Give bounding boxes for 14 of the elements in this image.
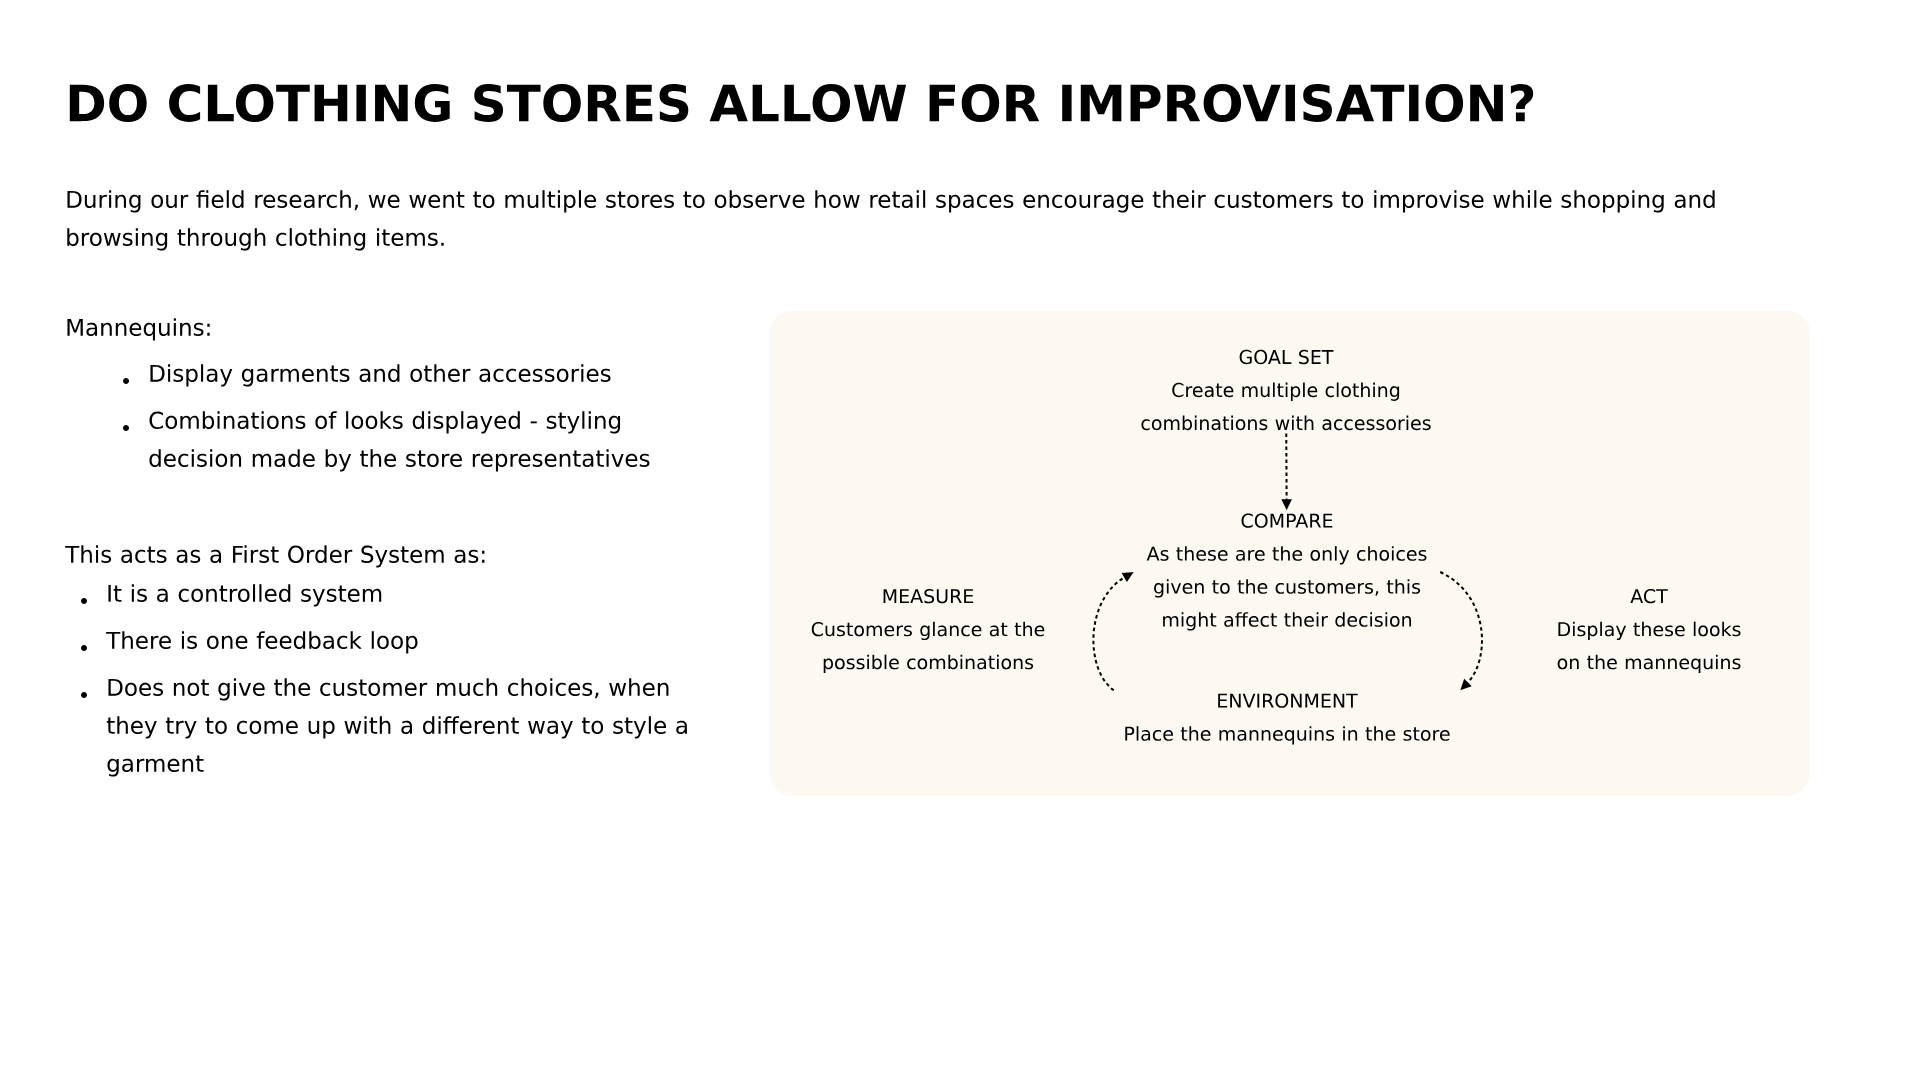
intro-paragraph: During our field research, we went to multiple stores to observe how retail spaces encourage their customers to improvise while shopping and browsing through clothing items. <box>67 190 1715 251</box>
section-heading: This acts as a First Order System as: <box>65 545 485 568</box>
step-label: ENVIRONMENT Place the mannequins in the store <box>1125 693 1450 745</box>
title: DO CLOTHING STORES ALLOW FOR IMPROVISATION? <box>69 84 1534 122</box>
step-label: MEASURE Customers glance at the possible combinations <box>811 589 1045 674</box>
bullet-item: Combinations of looks displayed - styling decision made by the store representatives <box>149 411 650 472</box>
bullet-item: It is a controlled system <box>108 584 382 607</box>
bullet-item: There is one feedback loop <box>106 631 418 654</box>
bullet-item: Does not give the customer much choices, when they try to come up with a different way to style a garment <box>106 678 687 777</box>
step-label: GOAL SET Create multiple clothing combinations with accessories <box>1141 349 1431 431</box>
section-heading: Mannequins: <box>67 318 210 341</box>
step-label: COMPARE As these are the only choices given to the customers, this might affect their decision <box>1146 513 1427 631</box>
step-label: ACT Display these looks on the mannequins <box>1557 589 1741 674</box>
bullet-item: Display garments and other accessories <box>150 364 611 387</box>
